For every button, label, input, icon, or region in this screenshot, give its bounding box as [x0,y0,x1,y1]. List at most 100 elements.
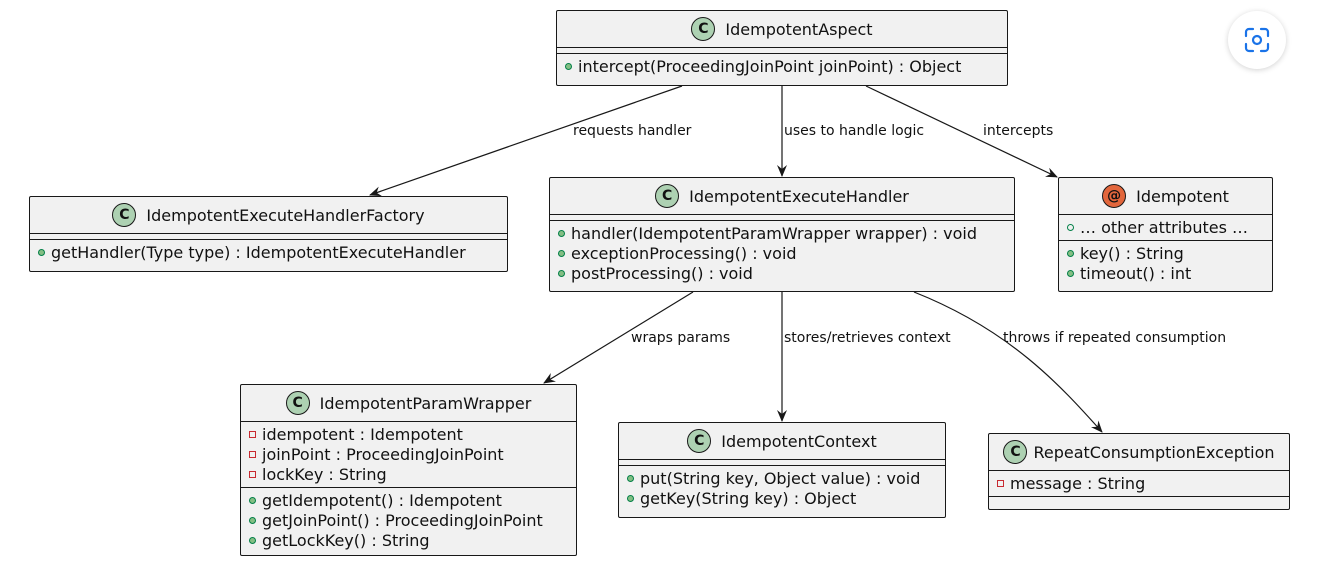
method-item: put(String key, Object value) : void [619,468,945,488]
annotation-idempotent[interactable]: @ Idempotent … other attributes … key() … [1058,177,1273,292]
edge-label-uses-to-handle-logic: uses to handle logic [784,123,925,139]
visual-search-button[interactable] [1228,11,1286,69]
method-text: getHandler(Type type) : IdempotentExecut… [51,242,466,262]
class-header: C IdempotentExecuteHandlerFactory [30,197,507,234]
class-badge-icon: C [285,391,310,415]
method-text: getJoinPoint() : ProceedingJoinPoint [262,510,543,530]
public-marker-icon [558,249,565,257]
private-marker-icon [249,450,256,458]
fields-section: idempotent : Idempotent joinPoint : Proc… [241,422,576,488]
public-marker-icon [565,62,572,70]
field-item: … other attributes … [1059,217,1272,237]
field-text: joinPoint : ProceedingJoinPoint [262,444,504,464]
fields-section [30,234,507,240]
method-text: key() : String [1080,243,1184,263]
public-marker-icon [249,496,256,504]
methods-section: getHandler(Type type) : IdempotentExecut… [30,240,507,265]
public-marker-icon [249,516,256,524]
method-text: getIdempotent() : Idempotent [262,490,502,510]
field-text: idempotent : Idempotent [262,424,463,444]
methods-section: key() : String timeout() : int [1059,241,1272,286]
class-badge-icon: C [112,203,137,227]
method-item: getIdempotent() : Idempotent [241,490,576,510]
private-marker-icon [997,479,1004,487]
class-badge-icon: C [691,17,716,41]
private-marker-icon [249,470,256,478]
class-idempotent-execute-handler-factory[interactable]: C IdempotentExecuteHandlerFactory getHan… [29,196,508,272]
public-marker-icon [627,494,634,502]
class-badge-icon: C [1003,440,1028,464]
methods-section [989,497,1289,502]
private-marker-icon [249,430,256,438]
method-item: getLockKey() : String [241,530,576,550]
method-item: timeout() : int [1059,263,1272,283]
public-marker-icon [558,229,565,237]
method-item: getHandler(Type type) : IdempotentExecut… [30,242,507,262]
fields-section: message : String [989,471,1289,497]
method-text: put(String key, Object value) : void [640,468,921,488]
fields-section [557,48,1007,54]
field-item: message : String [989,473,1289,493]
edge-label-intercepts: intercepts [983,123,1054,139]
public-marker-icon [249,536,256,544]
method-text: getLockKey() : String [262,530,430,550]
method-text: getKey(String key) : Object [640,488,857,508]
class-name: IdempotentExecuteHandler [689,186,909,206]
class-header: C IdempotentExecuteHandler [550,178,1014,215]
public-marker-icon [38,248,45,256]
method-text: exceptionProcessing() : void [571,243,797,263]
class-name: Idempotent [1136,186,1229,206]
public-marker-icon [1067,269,1074,277]
edge-label-requests-handler: requests handler [573,123,692,139]
fields-section: … other attributes … [1059,215,1272,241]
methods-section: getIdempotent() : Idempotent getJoinPoin… [241,488,576,553]
annotation-badge-icon: @ [1102,184,1127,208]
class-name: IdempotentContext [721,431,877,451]
method-item: intercept(ProceedingJoinPoint joinPoint)… [557,56,1007,76]
class-idempotent-aspect[interactable]: C IdempotentAspect intercept(ProceedingJ… [556,10,1008,86]
class-header: C IdempotentContext [619,423,945,460]
field-text: message : String [1010,473,1146,493]
field-item: joinPoint : ProceedingJoinPoint [241,444,576,464]
edge-label-stores-retrieves-context: stores/retrieves context [784,330,951,346]
class-header: C IdempotentParamWrapper [241,385,576,422]
field-item: idempotent : Idempotent [241,424,576,444]
method-text: handler(IdempotentParamWrapper wrapper) … [571,223,978,243]
field-item: lockKey : String [241,464,576,484]
method-item: key() : String [1059,243,1272,263]
method-text: timeout() : int [1080,263,1192,283]
class-name: RepeatConsumptionException [1033,442,1275,462]
class-name: IdempotentAspect [725,19,873,39]
method-item: handler(IdempotentParamWrapper wrapper) … [550,223,1014,243]
class-badge-icon: C [687,429,712,453]
fields-section [619,460,945,466]
method-text: intercept(ProceedingJoinPoint joinPoint)… [578,56,962,76]
field-text: … other attributes … [1080,217,1249,237]
edge-label-throws-if-repeated: throws if repeated consumption [1003,330,1227,346]
edge-label-wraps-params: wraps params [631,330,731,346]
class-idempotent-param-wrapper[interactable]: C IdempotentParamWrapper idempotent : Id… [240,384,577,556]
class-header: @ Idempotent [1059,178,1272,215]
class-repeat-consumption-exception[interactable]: C RepeatConsumptionException message : S… [988,433,1290,510]
methods-section: put(String key, Object value) : void get… [619,466,945,511]
method-item: getJoinPoint() : ProceedingJoinPoint [241,510,576,530]
class-idempotent-execute-handler[interactable]: C IdempotentExecuteHandler handler(Idemp… [549,177,1015,292]
method-item: exceptionProcessing() : void [550,243,1014,263]
public-marker-icon [627,474,634,482]
field-text: lockKey : String [262,464,387,484]
class-name: IdempotentExecuteHandlerFactory [146,205,425,225]
class-badge-icon: C [655,184,680,208]
methods-section: handler(IdempotentParamWrapper wrapper) … [550,221,1014,286]
class-header: C IdempotentAspect [557,11,1007,48]
method-item: postProcessing() : void [550,263,1014,283]
method-item: getKey(String key) : Object [619,488,945,508]
methods-section: intercept(ProceedingJoinPoint joinPoint)… [557,54,1007,79]
public-marker-icon [1067,249,1074,257]
public-marker-icon [558,269,565,277]
class-header: C RepeatConsumptionException [989,434,1289,471]
method-text: postProcessing() : void [571,263,753,283]
class-idempotent-context[interactable]: C IdempotentContext put(String key, Obje… [618,422,946,518]
public-marker-icon [1067,223,1074,231]
fields-section [550,215,1014,221]
class-name: IdempotentParamWrapper [319,393,532,413]
